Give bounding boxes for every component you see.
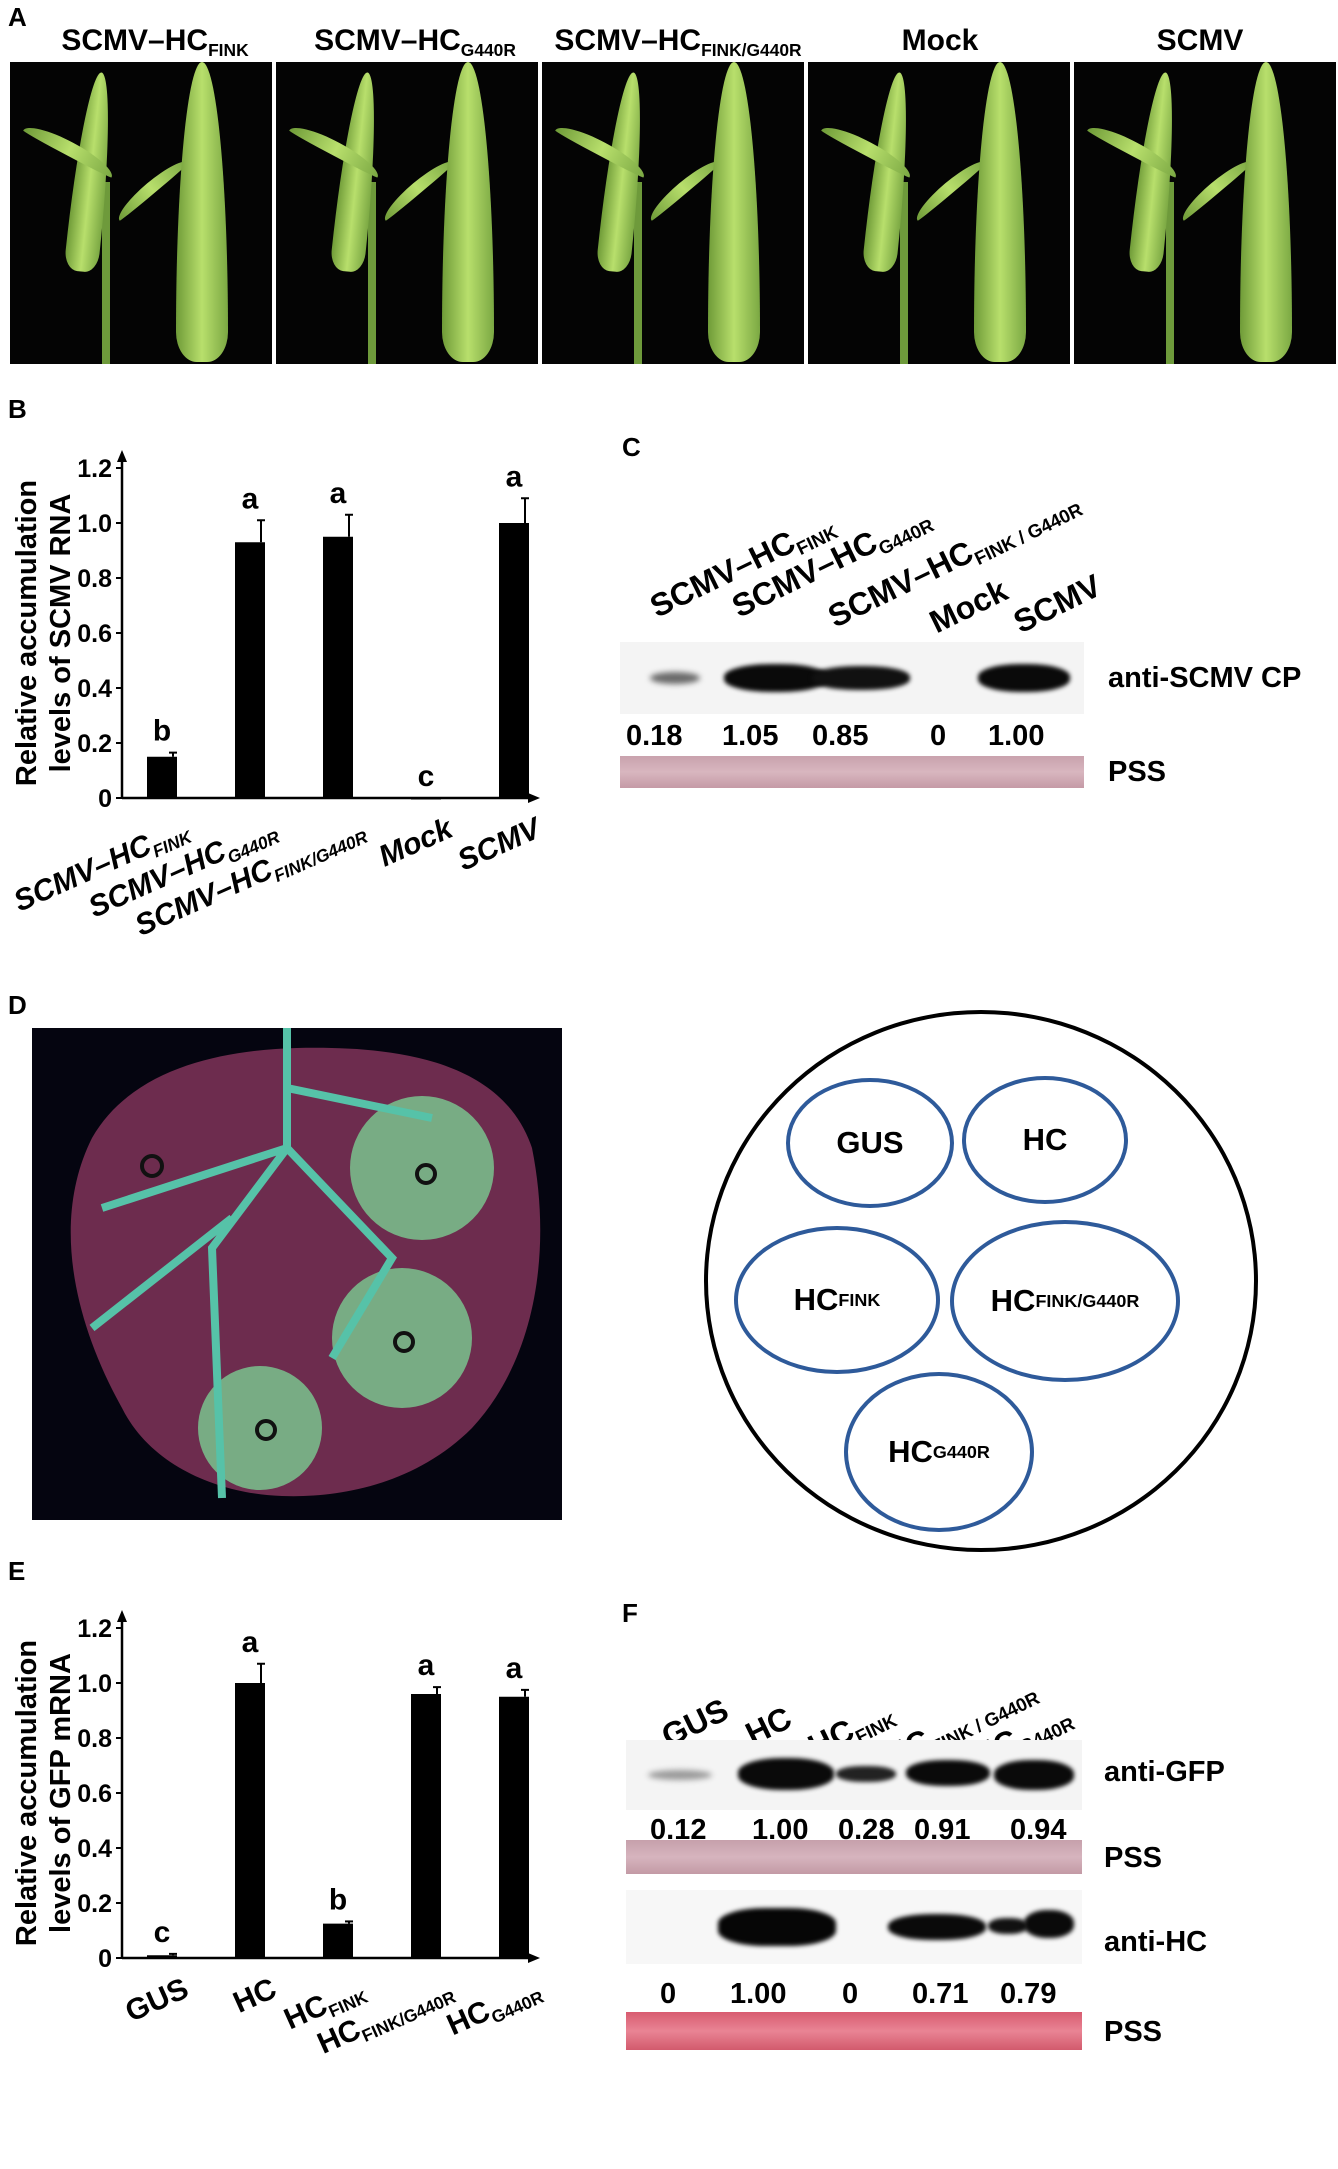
chart-e-bar-4 — [411, 1694, 441, 1958]
photo-title-4: Mock — [901, 24, 979, 57]
pss-label-f1: PSS — [1104, 1842, 1163, 1874]
chart-e-ylabel-line1: Relative accumulation — [11, 1640, 43, 1946]
blot-strip-hc — [626, 1890, 1082, 1964]
pss-label-f2: PSS — [1104, 2016, 1163, 2048]
qval-hc-3: 0 — [842, 1978, 859, 2010]
plant-photo-5 — [1074, 62, 1336, 364]
chart-e-bar-5 — [499, 1696, 529, 1958]
chart-e-ytick-label: 1.2 — [77, 1615, 112, 1643]
qval-hc-1: 0 — [660, 1978, 677, 2010]
chart-b-sig-letter-5: a — [506, 460, 523, 493]
photo-title-2: SCMV–HCG440R — [314, 24, 516, 61]
chart-e-sig-letter-4: a — [418, 1649, 435, 1682]
chart-b-bar-4 — [411, 798, 441, 800]
blot-label-gfp: anti-GFP — [1104, 1756, 1225, 1788]
chart-e-sig-letter-2: a — [242, 1626, 259, 1659]
panel-letter-f: F — [622, 1598, 638, 1628]
qval-c-1: 0.18 — [626, 720, 683, 752]
panel-letter-e: E — [8, 1556, 26, 1586]
blot-label-hc: anti-HC — [1104, 1926, 1208, 1958]
chart-e-sig-letter-1: c — [154, 1916, 171, 1949]
chart-b-bar-5 — [499, 523, 529, 798]
plant-photo-4 — [808, 62, 1070, 364]
chart-e-ytick-label: 1.0 — [77, 1670, 112, 1698]
plant-photo-3 — [542, 62, 804, 364]
chart-e-ytick-label: 0.2 — [77, 1890, 112, 1918]
chart-b-bar-1 — [147, 756, 177, 798]
layout-circle — [704, 1010, 1258, 1552]
chart-b-ytick-label: 0 — [98, 785, 112, 813]
chart-e-ytick-label: 0.8 — [77, 1725, 112, 1753]
chart-b-bar-2 — [235, 542, 265, 798]
photo-title-1: SCMV–HCFINK — [61, 24, 249, 61]
panel-letter-c: C — [622, 432, 641, 462]
plant-photo-1 — [10, 62, 272, 364]
qval-c-4: 0 — [930, 720, 947, 752]
qval-c-5: 1.00 — [988, 720, 1045, 752]
chart-b-y-axis-arrow — [117, 450, 127, 462]
blot-strip-c — [620, 642, 1084, 714]
chart-b-ytick-label: 0.8 — [77, 565, 112, 593]
pss-strip-c — [620, 756, 1084, 788]
chart-e-ylabel-line2: levels of GFP mRNA — [45, 1653, 77, 1933]
chart-e-ytick-label: 0.4 — [77, 1835, 112, 1863]
photo-title-3: SCMV–HCFINK/G440R — [554, 24, 802, 61]
chart-e-x-axis-arrow — [528, 1953, 540, 1963]
leaf-photo — [32, 1028, 562, 1520]
blot-label-c: anti-SCMV CP — [1108, 662, 1302, 694]
chart-e-ytick-label: 0.6 — [77, 1780, 112, 1808]
chart-b-sig-letter-3: a — [330, 477, 347, 510]
chart-b-sig-letter-4: c — [418, 760, 435, 793]
lane-label-c-5: SCMV — [1007, 567, 1107, 641]
qval-hc-5: 0.79 — [1000, 1978, 1057, 2010]
qval-hc-2: 1.00 — [730, 1978, 787, 2010]
chart-e-bar-1 — [147, 1955, 177, 1958]
chart-b-ytick-label: 1.0 — [77, 510, 112, 538]
chart-b-ytick-label: 0.2 — [77, 730, 112, 758]
spot-hc: HC — [962, 1076, 1128, 1204]
chart-b-sig-letter-2: a — [242, 482, 259, 515]
pss-label-c: PSS — [1108, 756, 1167, 788]
qval-hc-4: 0.71 — [912, 1978, 969, 2010]
chart-b-ylabel-line2: levels of SCMV RNA — [45, 494, 77, 773]
qval-c-2: 1.05 — [722, 720, 779, 752]
panel-letter-b: B — [8, 394, 27, 424]
chart-e-bar-2 — [235, 1683, 265, 1958]
chart-e-y-axis-arrow — [117, 1610, 127, 1622]
panel-letter-a: A — [8, 2, 27, 32]
plant-photo-2 — [276, 62, 538, 364]
chart-e-sig-letter-5: a — [506, 1652, 523, 1685]
spot-gus: GUS — [786, 1078, 954, 1208]
chart-b-ylabel-line1: Relative accumulation — [11, 480, 43, 786]
chart-e-bar-3 — [323, 1923, 353, 1958]
chart-b-ytick-label: 1.2 — [77, 455, 112, 483]
chart-b-sig-letter-1: b — [153, 715, 171, 748]
chart-e-ytick-label: 0 — [98, 1945, 112, 1973]
qval-c-3: 0.85 — [812, 720, 869, 752]
chart-b-ytick-label: 0.6 — [77, 620, 112, 648]
panel-letter-d: D — [8, 990, 27, 1020]
chart-b-ytick-label: 0.4 — [77, 675, 112, 703]
blot-strip-gfp — [626, 1740, 1082, 1810]
chart-b-bar-3 — [323, 536, 353, 798]
chart-b-x-axis-arrow — [528, 793, 540, 803]
pss-strip-f1 — [626, 1840, 1082, 1874]
chart-e-sig-letter-3: b — [329, 1883, 347, 1916]
pss-strip-f2 — [626, 2012, 1082, 2050]
photo-title-5: SCMV — [1156, 24, 1244, 57]
